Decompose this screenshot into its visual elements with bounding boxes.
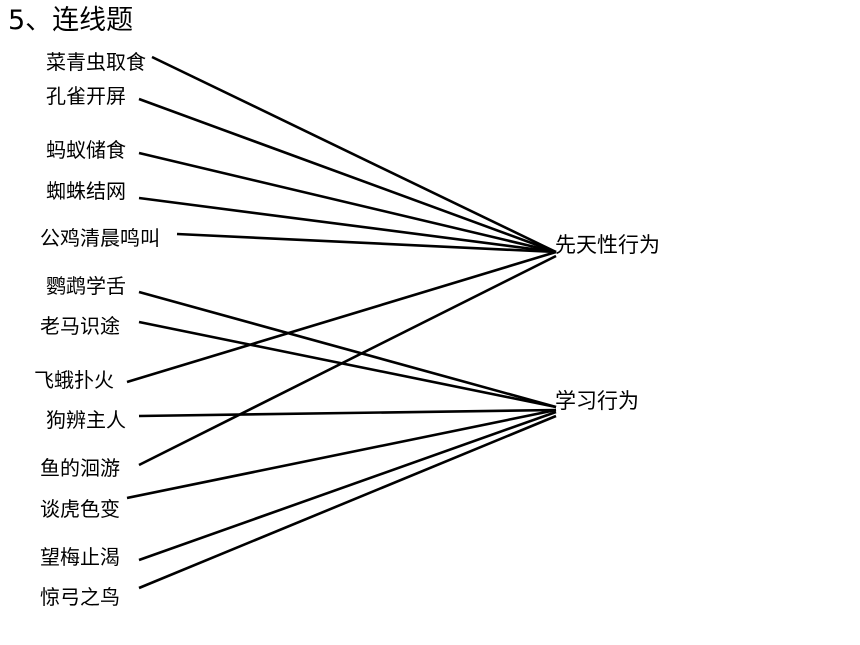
right-item-learned-behavior[interactable]: 学习行为: [555, 389, 639, 413]
left-item-label[interactable]: 菜青虫取食: [46, 50, 146, 74]
left-item-label[interactable]: 惊弓之鸟: [40, 585, 120, 609]
connection-line: [138, 196, 557, 254]
connection-line: [138, 290, 557, 409]
left-item-label[interactable]: 蜘蛛结网: [46, 179, 126, 203]
left-item-label[interactable]: 公鸡清晨鸣叫: [40, 226, 160, 250]
connection-line: [138, 414, 557, 590]
left-item-label[interactable]: 鹦鹉学舌: [46, 274, 126, 298]
connection-line: [138, 408, 557, 418]
connection-line: [126, 250, 557, 384]
connection-line: [151, 55, 557, 254]
left-item-label[interactable]: 谈虎色变: [40, 497, 120, 521]
left-item-label[interactable]: 老马识途: [40, 314, 120, 338]
connection-line: [176, 232, 557, 254]
connection-line: [138, 410, 557, 562]
connection-line: [138, 151, 557, 254]
connection-line: [138, 254, 557, 467]
left-item-label[interactable]: 望梅止渴: [40, 545, 120, 569]
left-item-label[interactable]: 孔雀开屏: [46, 84, 126, 108]
left-item-label[interactable]: 鱼的洄游: [40, 456, 120, 480]
connection-line: [126, 408, 557, 500]
left-item-label[interactable]: 蚂蚁储食: [46, 138, 126, 162]
connection-line: [138, 320, 557, 409]
question-title: 5、连线题: [8, 5, 134, 36]
connection-line: [138, 97, 557, 254]
left-item-label[interactable]: 飞蛾扑火: [34, 368, 114, 392]
left-item-label[interactable]: 狗辨主人: [46, 408, 126, 432]
right-item-innate-behavior[interactable]: 先天性行为: [555, 233, 660, 257]
